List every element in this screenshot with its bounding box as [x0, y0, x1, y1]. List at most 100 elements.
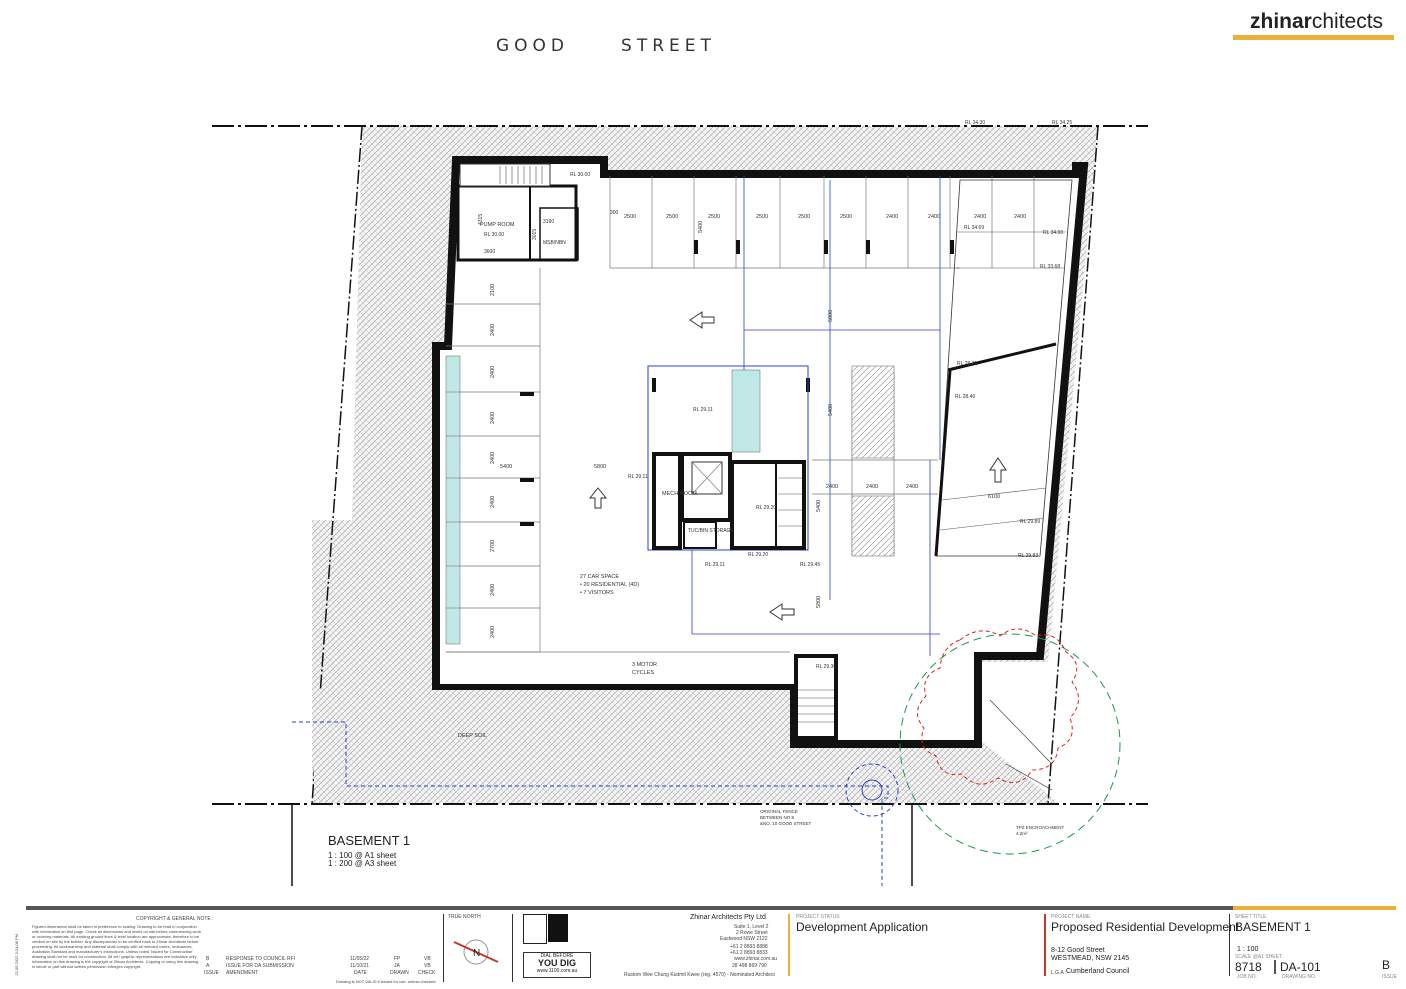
level-label: RL 34.25: [1052, 120, 1072, 126]
logo-underline: [1233, 35, 1394, 40]
true-north-label: TRUE NORTH: [448, 914, 481, 920]
level-label: RL 29.45: [800, 562, 820, 568]
level-label: RL 29.11: [628, 474, 648, 480]
dimension-label: 5400: [698, 221, 704, 233]
tree-protection-zone: [899, 633, 1121, 855]
title-block-rule: [26, 906, 1396, 910]
status-accent: [788, 914, 790, 976]
project-address-2: WESTMEAD, NSW 2145: [1051, 955, 1130, 962]
aia-logo: [548, 914, 568, 942]
revision-a-issue: A: [206, 963, 210, 969]
fence-note-3: &NO. 10 GOOD STREET: [760, 821, 812, 826]
revision-a-check: VB: [424, 963, 431, 969]
job-number: 8718: [1235, 960, 1262, 974]
divider: [1229, 914, 1230, 976]
revision-b-drawn: FP: [394, 956, 401, 962]
dimension-label: 5400: [500, 464, 512, 470]
revision-b-issue: B: [206, 956, 210, 962]
dimension-label: 2400: [490, 324, 496, 336]
tuc-storage-label: TUC/BIN STORAGE: [688, 528, 734, 534]
project-address-1: 8-12 Good Street: [1051, 947, 1105, 954]
company-phone-1: +61 2 8893 8888: [730, 944, 768, 950]
dimension-label: 2700: [490, 540, 496, 552]
property-boundary-right: [1047, 125, 1099, 805]
revision-a-description: ISSUE FOR DA SUBMISSION: [226, 963, 294, 969]
pump-room-level: RL 30.00: [484, 232, 504, 238]
level-label: RL 34.69: [964, 225, 984, 231]
dimension-label: 5800: [828, 310, 834, 322]
dimension-label: 2500: [756, 214, 768, 220]
car-space-count: 27 CAR SPACE: [580, 574, 619, 580]
pump-room-label: PUMP ROOM: [480, 222, 515, 228]
level-label: RL 34.00: [1043, 230, 1063, 236]
dimension-label: 2500: [840, 214, 852, 220]
sheet-scale: 1 : 100: [1237, 946, 1259, 953]
copyright-notes: Figured dimensions shall be taken in pre…: [32, 924, 201, 969]
tree-canopy-outline: [917, 628, 1079, 785]
dimension-label: 5800: [594, 464, 606, 470]
car-space-residential: • 20 RESIDENTIAL (4D): [580, 582, 639, 588]
company-address-1: Suite 1, Level 2: [734, 924, 769, 930]
level-label: RL 29.11: [693, 407, 713, 413]
dimension-label: 2400: [826, 484, 838, 490]
dimension-label: 5400: [816, 500, 822, 512]
company-abn: 28 498 869 790: [732, 963, 767, 969]
logo-rest: chitects: [1311, 10, 1384, 33]
sheet-title-label: SHEET TITLE: [1235, 914, 1267, 920]
level-label: RL 30.00: [570, 172, 590, 178]
view-title: BASEMENT 1: [328, 833, 411, 848]
dyd-url: www.1100.com.au: [536, 968, 578, 974]
tpz-note: TPZ ENCROACHMENT: [1016, 825, 1065, 830]
dimension-label: 2500: [624, 214, 636, 220]
revision-b-check: VB: [424, 956, 431, 962]
dimension-label: 2400: [490, 584, 496, 596]
drawing-number: DA-101: [1280, 960, 1321, 974]
check-header: CHECK: [418, 970, 436, 976]
company-website: www.zhinar.com.au: [734, 956, 778, 962]
dimension-label: 3015: [532, 229, 538, 240]
level-label: RL 29.30: [816, 664, 836, 670]
fence-note-2: BETWEEN NO.8: [760, 815, 795, 820]
deep-soil-label: DEEP SOIL: [458, 733, 487, 739]
msb-label: MSB/NBN: [543, 240, 566, 246]
company-phone-2: +61 2 8893 8833: [730, 950, 768, 956]
dimension-label: 2400: [490, 626, 496, 638]
level-label: RL 29.20: [756, 505, 776, 511]
street-name-label: GOOD STREET: [496, 36, 716, 56]
dimension-label: 2400: [866, 484, 878, 490]
print-stamp: 22.05.2022 3:24:08 PM: [14, 934, 19, 976]
amendment-header: AMENDMENT: [226, 970, 259, 976]
dimension-label: 2500: [666, 214, 678, 220]
dimension-label: 2400: [906, 484, 918, 490]
dimension-label: 2400: [886, 214, 898, 220]
tpz-value: 4.2m²: [1016, 831, 1028, 836]
revision-b-description: RESPONSE TO COUNCIL RFI: [226, 956, 296, 962]
project-status: Development Application: [796, 920, 929, 934]
north-arrow-icon: N: [453, 939, 499, 965]
dimension-label: 3190: [543, 219, 554, 225]
company-address-3: Eastwood NSW 2122: [720, 936, 768, 942]
dimension-label: 2400: [490, 366, 496, 378]
status-label: PROJECT STATUS: [796, 914, 840, 920]
dimension-label: 2400: [490, 496, 496, 508]
divider: [443, 914, 444, 982]
issue-label: ISSUE: [1382, 974, 1398, 980]
shared-zone-1: [851, 365, 895, 459]
drawing-number-label: DRAWING No.: [1282, 974, 1317, 980]
issue-letter: B: [1382, 958, 1391, 972]
motorcycle-label-2: CYCLES: [632, 670, 654, 676]
dimension-label: 2100: [490, 284, 496, 296]
sheet-scale-label: SCALE @A1 SHEET: [1235, 954, 1283, 960]
project-name-label: PROJECT NAME: [1051, 914, 1091, 920]
project-name: Proposed Residential Development: [1051, 920, 1240, 934]
planter-box: [731, 369, 761, 453]
view-scale-a3: 1 : 200 @ A3 sheet: [328, 859, 397, 868]
level-label: RL 29.20: [748, 552, 768, 558]
level-label: RL 29.89: [1020, 519, 1040, 525]
project-accent: [1044, 914, 1046, 976]
level-label: RL 33.68: [1040, 264, 1060, 270]
car-space-visitors: • 7 VISITORS: [580, 590, 614, 596]
north-letter: N: [473, 948, 480, 959]
lga-label: L.G.A :: [1051, 970, 1067, 976]
